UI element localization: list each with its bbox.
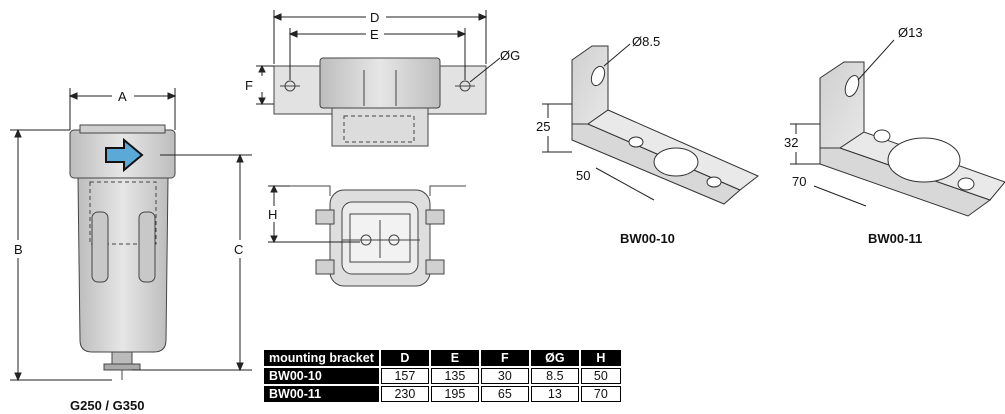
bw00-11-height-label: 32: [784, 135, 798, 150]
table-cell: 157: [380, 368, 429, 384]
dimension-h: [268, 184, 360, 244]
dim-f-label: F: [245, 78, 253, 93]
table-header-cell: H: [580, 350, 621, 366]
bw00-11-hole-label: Ø13: [898, 25, 923, 40]
dimension-f: [256, 64, 274, 106]
bw00-11-caption: BW00-11: [868, 231, 922, 246]
table-header-cell: F: [480, 350, 529, 366]
table-cell: 195: [430, 386, 479, 402]
bw00-10-hole-label: Ø8.5: [632, 34, 660, 49]
mounting-bracket-table: mounting bracket D E F ØG H BW00-10 157 …: [262, 348, 623, 404]
table-cell: 50: [580, 368, 621, 384]
table-row: BW00-11 230 195 65 13 70: [264, 386, 621, 402]
table-cell: BW00-11: [264, 386, 379, 402]
bracket-bw00-11-drawing: [819, 61, 1005, 217]
dimension-d: [272, 10, 488, 64]
table-cell: 230: [380, 386, 429, 402]
bracket-bw00-10-drawing: [571, 45, 759, 205]
table-cell: 8.5: [530, 368, 579, 384]
bracket-bw00-10-dims: [542, 43, 655, 201]
table-cell: BW00-10: [264, 368, 379, 384]
table-cell: 135: [430, 368, 479, 384]
table-header-cell: ØG: [530, 350, 579, 366]
table-cell: 30: [480, 368, 529, 384]
bottom-view-drawing: [290, 185, 466, 287]
dim-h-label: H: [268, 207, 277, 222]
top-view-drawing: [273, 57, 487, 147]
dimension-a: [68, 88, 177, 130]
dimension-g: [469, 57, 501, 83]
dimension-b: [10, 128, 112, 382]
dim-e-label: E: [370, 27, 379, 42]
flow-arrow-icon: [105, 137, 144, 173]
table-header-row: mounting bracket D E F ØG H: [264, 350, 621, 366]
filter-caption: G250 / G350: [70, 398, 144, 413]
dim-b-label: B: [14, 242, 23, 257]
table-cell: 70: [580, 386, 621, 402]
bw00-10-caption: BW00-10: [620, 231, 675, 246]
dim-d-label: D: [370, 10, 379, 25]
table-cell: 13: [530, 386, 579, 402]
dim-g-label: ØG: [500, 48, 520, 63]
dim-a-label: A: [118, 89, 127, 104]
table-row: BW00-10 157 135 30 8.5 50: [264, 368, 621, 384]
table-header-cell: D: [380, 350, 429, 366]
dimension-c: [132, 153, 252, 372]
bw00-11-length-label: 70: [792, 174, 806, 189]
table-header-cell: E: [430, 350, 479, 366]
filter-side-view: [69, 124, 176, 380]
dimension-e: [288, 28, 467, 80]
bw00-10-height-label: 25: [536, 119, 550, 134]
bw00-10-length-label: 50: [576, 168, 590, 183]
dim-c-label: C: [234, 242, 243, 257]
table-cell: 65: [480, 386, 529, 402]
bracket-bw00-11-dims: [790, 39, 895, 207]
table-header-cell: mounting bracket: [264, 350, 379, 366]
